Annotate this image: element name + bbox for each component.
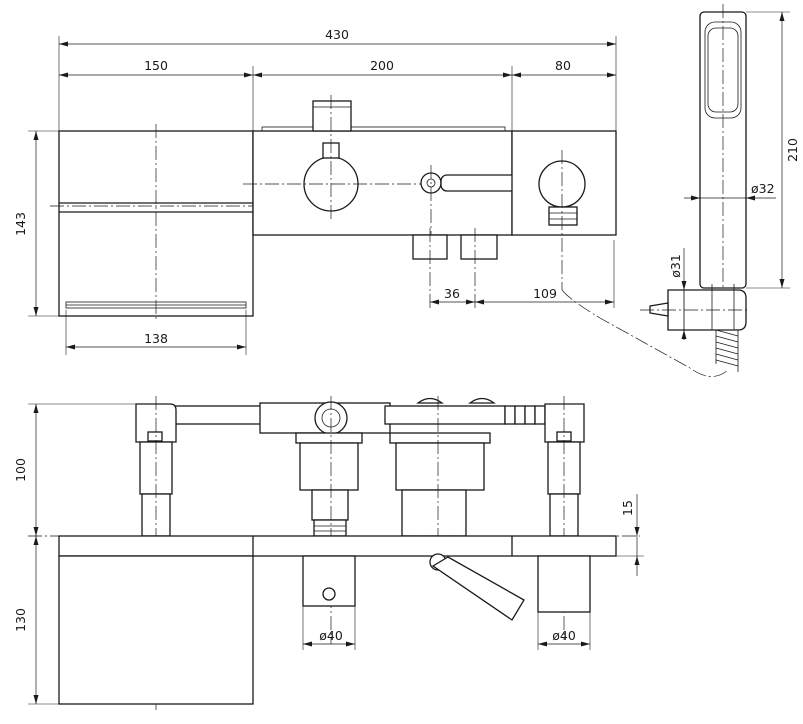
dim-36: 36 [444, 286, 460, 301]
dim-d40-left: ø40 [319, 628, 343, 643]
dim-d31: ø31 [668, 254, 683, 278]
dim-109: 109 [533, 286, 557, 301]
deck-plate-front [58, 535, 617, 557]
spout-top-plan [312, 100, 352, 132]
dim-200: 200 [370, 58, 394, 73]
dim-150: 150 [144, 58, 168, 73]
dim-430: 430 [325, 27, 349, 42]
plan-dimensions: 430 150 200 80 143 138 36 [13, 27, 617, 355]
dim-15: 15 [620, 500, 635, 516]
dim-100: 100 [13, 458, 28, 482]
dim-138: 138 [144, 331, 168, 346]
cartridge-front [395, 442, 485, 491]
dim-210: 210 [785, 138, 800, 162]
hand-shower-dimensions: 210 ø32 ø31 [668, 11, 800, 340]
dim-d40-right: ø40 [552, 628, 576, 643]
plan-view [50, 95, 729, 377]
lever-front [431, 556, 525, 621]
front-view [28, 396, 640, 710]
dim-130: 130 [13, 608, 28, 632]
dim-143: 143 [13, 212, 28, 236]
left-box-front [58, 555, 254, 705]
valve-base-front [537, 555, 591, 613]
lever-handle-plan [440, 174, 522, 192]
dim-d32: ø32 [751, 181, 775, 196]
thermostat-front [299, 442, 359, 491]
dim-80: 80 [555, 58, 571, 73]
right-leg-top [544, 403, 585, 443]
front-dimensions: 100 130 15 ø40 ø40 [13, 403, 644, 705]
hand-shower [640, 4, 750, 372]
